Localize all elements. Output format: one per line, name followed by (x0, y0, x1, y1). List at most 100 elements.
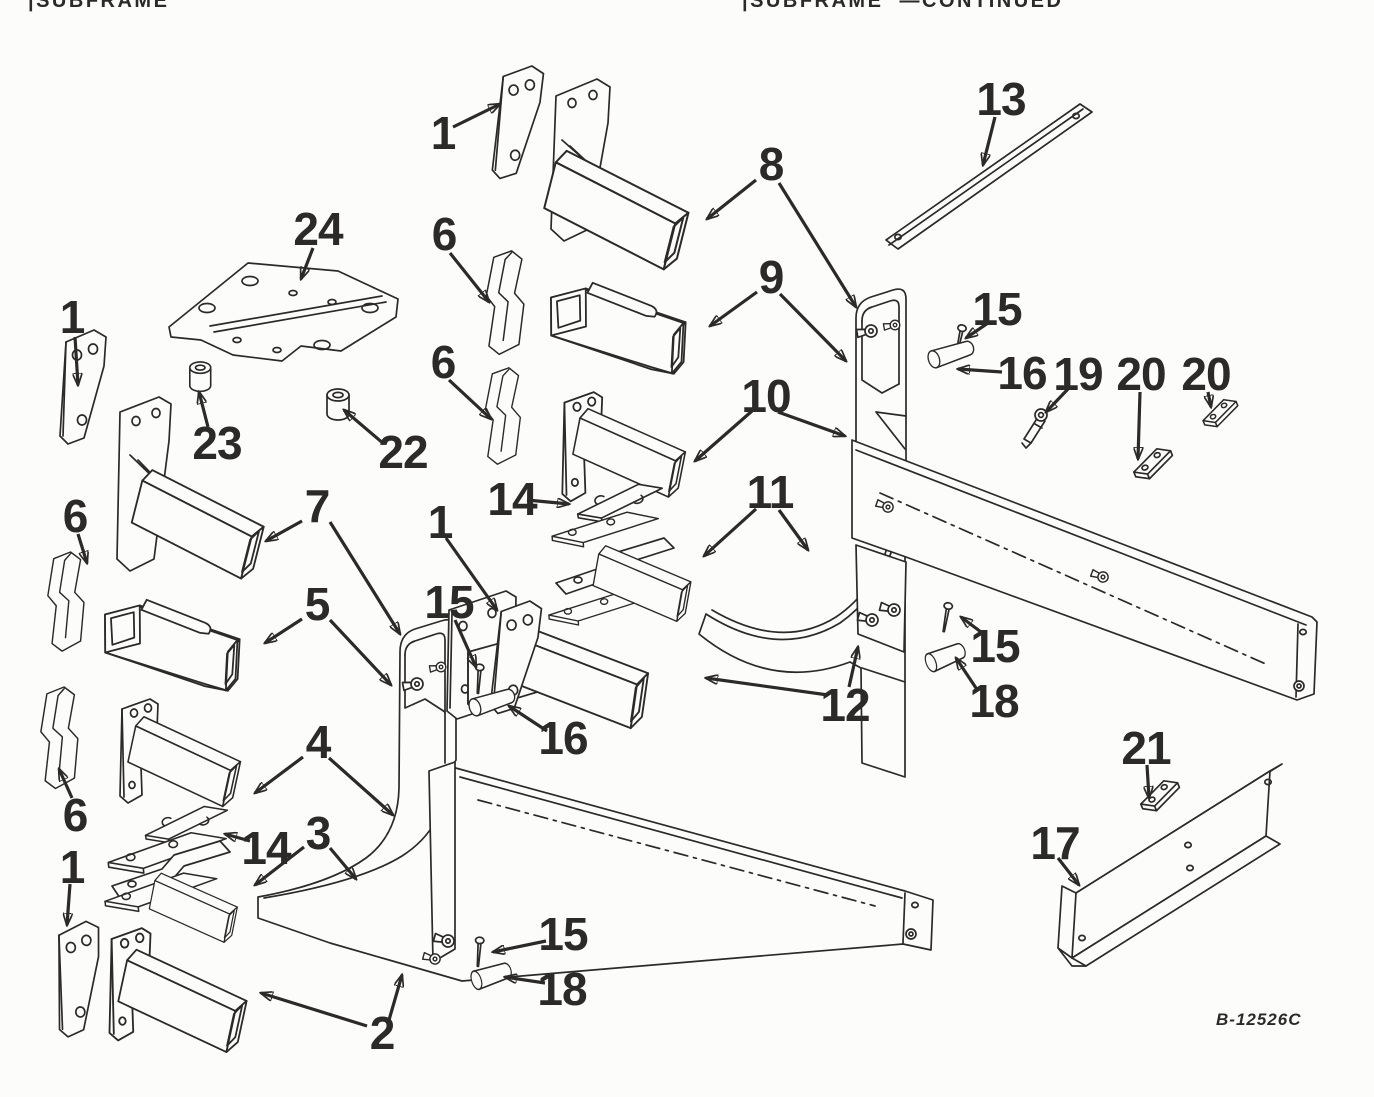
callout-16: 16 (958, 347, 1048, 399)
callout-label: 15 (970, 620, 1020, 672)
callout-arrow (706, 678, 829, 697)
callout-arrow (777, 410, 845, 436)
callout-19: 19 (1046, 348, 1104, 412)
callout-arrow (199, 392, 210, 428)
callout-arrow (1138, 391, 1140, 459)
callout-arrow (704, 507, 758, 556)
part-4-bracket-tube (119, 698, 248, 810)
callout-1: 1 (431, 102, 500, 159)
callout-arrow (777, 182, 856, 307)
callout-24: 24 (293, 203, 345, 279)
callout-label: 3 (306, 807, 331, 859)
callout-arrow (327, 756, 393, 815)
part-21-plate (1135, 775, 1186, 817)
callout-label: 23 (192, 417, 241, 469)
callout-arrow (778, 292, 846, 361)
callout-label: 4 (306, 716, 332, 768)
callout-arrow (505, 977, 546, 985)
callout-arrow (266, 519, 303, 543)
callout-4: 4 (255, 716, 393, 815)
callout-6: 6 (63, 490, 88, 563)
callout-arrow (961, 617, 982, 634)
callout-6: 6 (57, 769, 88, 841)
callout-3: 3 (255, 807, 356, 885)
part-20-plate (1128, 443, 1179, 485)
part-6-angle (483, 249, 527, 356)
callout-label: 1 (428, 496, 453, 548)
callout-arrow (777, 509, 808, 550)
callout-arrow (344, 410, 386, 446)
callout-16: 16 (509, 706, 589, 764)
part-1-bracket (491, 63, 545, 182)
callout-15: 15 (424, 576, 478, 667)
callout-15: 15 (966, 283, 1023, 338)
callout-arrow (447, 378, 491, 419)
callout-14: 14 (487, 473, 569, 525)
part-11-bracket-assembly (547, 509, 697, 628)
callout-arrow (526, 500, 569, 504)
part-5-sleeve (97, 594, 246, 693)
callout-17: 17 (1030, 817, 1081, 885)
callout-arrow (299, 247, 315, 279)
part-20-plate (1197, 394, 1243, 432)
callout-label: 14 (487, 473, 538, 525)
callout-label: 6 (432, 208, 457, 260)
callout-6: 6 (431, 336, 491, 419)
callout-20: 20 (1116, 348, 1167, 459)
callout-1: 1 (60, 291, 86, 385)
part-24-plate (168, 262, 399, 362)
callout-13: 13 (976, 73, 1027, 165)
callout-arrow (956, 658, 980, 692)
part-13-brace (885, 103, 1093, 250)
callout-label: 18 (969, 675, 1019, 727)
callout-1: 1 (60, 841, 86, 925)
callout-15: 15 (493, 908, 589, 960)
callout-label: 1 (60, 291, 85, 343)
callout-arrow (387, 975, 402, 1021)
callout-arrow (452, 102, 500, 129)
callout-label: 22 (378, 426, 427, 478)
callout-arrow (966, 321, 989, 338)
part-15-cotter-pin (938, 601, 954, 634)
callout-arrow (710, 290, 758, 326)
callout-18: 18 (956, 658, 1020, 727)
callout-arrow (493, 939, 547, 952)
callout-label: 20 (1116, 348, 1165, 400)
header-right: |SUBFRAME —CONTINUED (742, 0, 1064, 12)
part-19-clip (1021, 408, 1048, 449)
part-1-bracket (51, 919, 107, 1039)
callout-label: 2 (370, 1007, 395, 1059)
callout-arrow (328, 618, 391, 685)
callout-18: 18 (505, 963, 588, 1015)
callout-2: 2 (261, 975, 402, 1059)
callout-label: 15 (538, 908, 588, 960)
callout-label: 6 (63, 490, 88, 542)
callout-arrow (1208, 391, 1211, 407)
callout-arrow (1046, 387, 1070, 412)
callout-12: 12 (706, 647, 871, 731)
callout-label: 11 (747, 466, 794, 518)
callout-arrow (328, 521, 400, 634)
callout-label: 16 (997, 347, 1046, 399)
part-left-frame-weldment (257, 618, 934, 982)
callout-arrow (67, 883, 70, 925)
callout-22: 22 (344, 410, 429, 478)
callout-arrow (57, 769, 74, 799)
callout-arrow (983, 116, 997, 165)
callout-14: 14 (225, 822, 293, 874)
callout-label: 24 (293, 203, 344, 255)
callout-arrow (707, 178, 757, 219)
part-16-pin (925, 337, 977, 371)
callout-label: 15 (972, 283, 1022, 335)
callout-label: 21 (1121, 722, 1171, 774)
callout-label: 9 (759, 251, 784, 303)
callout-11: 11 (704, 466, 808, 556)
callout-21: 21 (1121, 722, 1172, 798)
callout-label: 6 (431, 336, 456, 388)
callout-label: 17 (1030, 817, 1079, 869)
part-1-bracket (59, 329, 107, 445)
part-3-bracket-assembly (102, 828, 243, 945)
callout-arrow (255, 845, 305, 885)
part-17-channel (1057, 763, 1283, 967)
